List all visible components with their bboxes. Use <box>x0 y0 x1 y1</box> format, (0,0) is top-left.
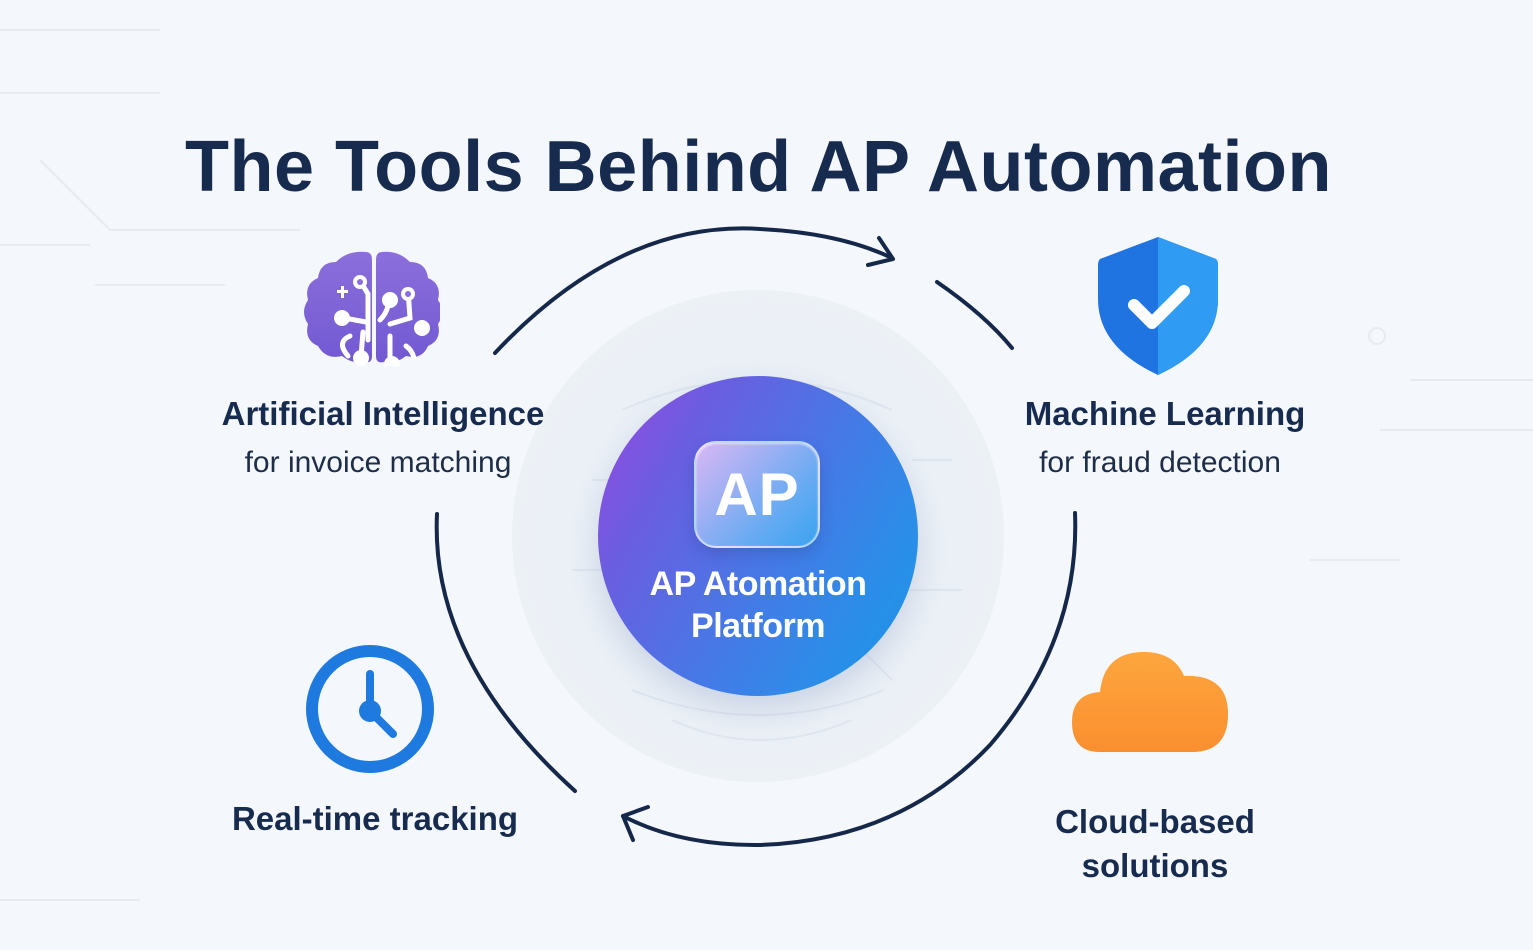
ap-badge: AP <box>694 441 820 548</box>
feature-title-cloud: Cloud-based solutions <box>980 800 1330 888</box>
feature-title-ai: Artificial Intelligence <box>221 395 545 432</box>
feature-title-ml: Machine Learning <box>1024 395 1306 432</box>
clock-icon <box>305 644 435 779</box>
cloud-icon <box>1070 650 1230 760</box>
feature-title-cloud-line1: Cloud-based <box>1055 803 1255 840</box>
brain-circuit-icon <box>300 248 442 372</box>
shield-check-icon <box>1096 235 1220 382</box>
page-title: The Tools Behind AP Automation <box>185 127 1332 208</box>
feature-subtitle-ai: for invoice matching <box>244 446 512 479</box>
feature-subtitle-ml: for fraud detection <box>1039 446 1281 479</box>
feature-title-cloud-line2: solutions <box>1081 847 1229 884</box>
ap-badge-text: AP <box>714 461 800 528</box>
hub-label-line1: AP Atomation <box>649 565 867 603</box>
hub-label-line2: Platform <box>691 607 825 645</box>
hub-label: AP Atomation Platform <box>598 563 918 647</box>
feature-title-tracking: Real-time tracking <box>231 800 519 837</box>
